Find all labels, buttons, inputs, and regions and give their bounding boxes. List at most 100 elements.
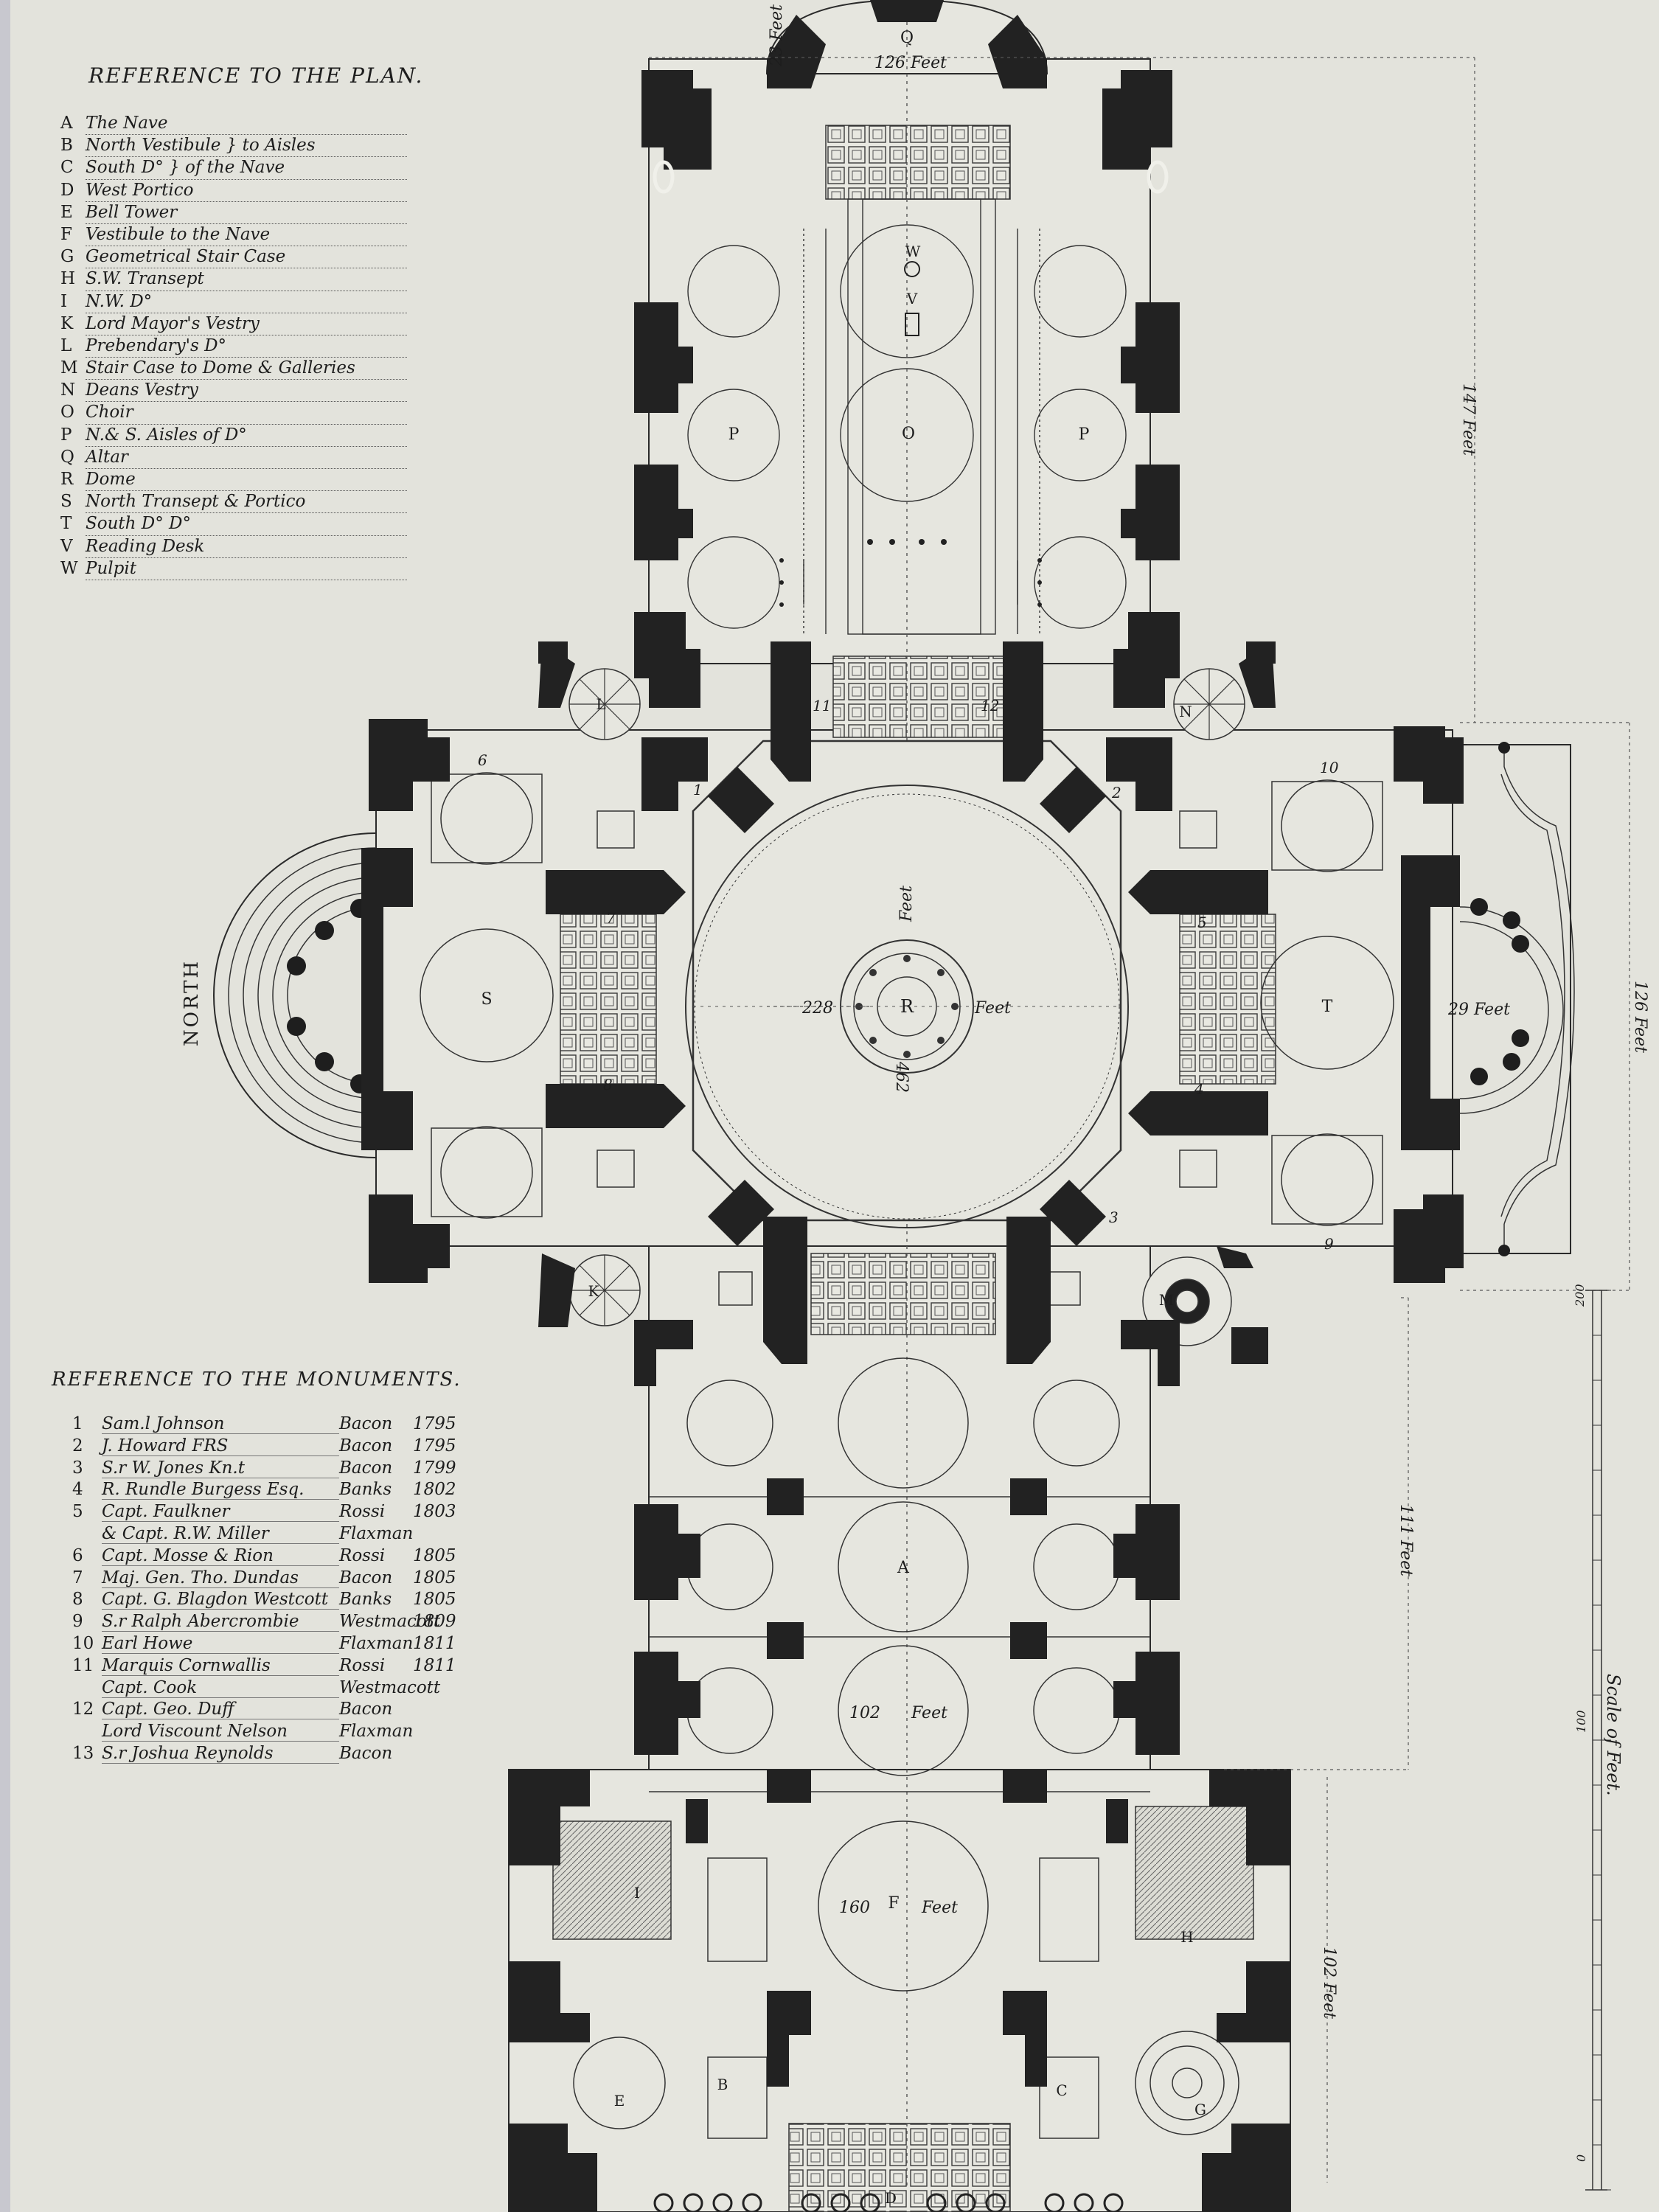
dim-choir-length: 147 Feet	[1459, 383, 1478, 456]
scale-mid-label: 100	[1574, 1710, 1588, 1733]
plan-reference-key: C	[60, 158, 74, 178]
monument-sculptor: Bacon	[339, 1700, 393, 1719]
monument-name: & Capt. R.W. Miller	[102, 1524, 339, 1544]
dim-vestibule-unit: Feet	[921, 1899, 958, 1917]
dome-inner-ring-dots	[855, 955, 959, 1058]
dim-nave-width: 102	[849, 1704, 880, 1722]
plan-reference-text: Dome	[86, 468, 407, 492]
scale-title: Scale of Feet.	[1603, 1674, 1624, 1796]
scale-ticks	[1593, 1290, 1611, 2191]
vestry-spokes	[569, 669, 1245, 1326]
monument-number: 11	[72, 1655, 94, 1675]
sheet-edge	[0, 0, 10, 2212]
monument-name: Capt. Cook	[102, 1678, 339, 1698]
monument-name: Capt. G. Blagdon Westcott	[102, 1590, 339, 1610]
monument-sculptor: Bacon	[339, 1568, 393, 1587]
plan-reference-text: S.W. Transept	[86, 268, 407, 291]
monuments-reference-title: REFERENCE TO THE MONUMENTS.	[52, 1368, 462, 1391]
plan-reference-text: West Portico	[86, 179, 407, 202]
plan-reference-text: Deans Vestry	[86, 379, 407, 403]
pulpit-reading-desk	[904, 261, 920, 336]
monument-name: S.r Joshua Reynolds	[102, 1744, 339, 1764]
dim-west-end: 102 Feet	[1320, 1947, 1338, 2019]
west-portico-columns	[653, 2193, 1124, 2212]
monument-name: Lord Viscount Nelson	[102, 1722, 339, 1742]
monument-sculptor: Flaxman	[339, 1523, 414, 1543]
plan-reference-key: O	[60, 403, 74, 422]
plan-reference-text: Lord Mayor's Vestry	[86, 313, 407, 335]
label-bell-tower: E	[614, 2092, 625, 2110]
monument-sculptor: Bacon	[339, 1414, 393, 1433]
monument-marker-7: 7	[606, 909, 616, 927]
plan-reference-key: W	[60, 558, 78, 578]
monument-marker-9: 9	[1324, 1235, 1334, 1253]
monument-year: 1802	[413, 1480, 456, 1500]
plan-reference-key: L	[60, 335, 72, 355]
monument-year: 1811	[413, 1655, 456, 1675]
plan-reference-text: North Transept & Portico	[86, 490, 407, 514]
plan-reference-key: D	[60, 180, 74, 200]
plan-reference-text: Pulpit	[86, 557, 407, 580]
monument-name: Capt. Mosse & Rion	[102, 1546, 339, 1566]
plan-reference-text: Altar	[86, 446, 407, 470]
monument-number: 10	[72, 1633, 94, 1653]
dim-nave-length: 111 Feet	[1397, 1504, 1415, 1576]
label-north-vestibule: B	[717, 2076, 728, 2093]
monument-year: 1799	[413, 1458, 456, 1478]
plan-reference-key: A	[60, 114, 73, 133]
plan-reference-key: B	[60, 136, 73, 156]
label-aisle-north: P	[728, 425, 740, 444]
monument-sculptor: Rossi	[339, 1502, 386, 1522]
plan-reference-key: R	[60, 470, 74, 489]
plan-reference-text: Choir	[86, 401, 407, 425]
dimension-lines	[649, 57, 1630, 2183]
monument-number: 3	[72, 1458, 83, 1478]
dim-total-length: 462	[892, 1061, 911, 1093]
choir-screen-dots	[779, 539, 1042, 607]
dim-south-portico: 29 Feet	[1447, 1001, 1510, 1019]
label-altar: Q	[900, 29, 914, 47]
monument-sculptor: Banks	[339, 1480, 392, 1500]
monument-name: S.r Ralph Abercrombie	[102, 1612, 339, 1632]
monument-number: 9	[72, 1612, 83, 1632]
label-stair-dome: M	[1159, 1291, 1174, 1309]
monument-marker-12: 12	[981, 697, 999, 714]
label-sw-transept: H	[1180, 1928, 1193, 1946]
plan-reference-title: REFERENCE TO THE PLAN.	[88, 63, 424, 88]
monument-number: 13	[72, 1743, 94, 1763]
monument-year: 1795	[413, 1436, 456, 1455]
monument-sculptor: Flaxman	[339, 1722, 414, 1742]
plan-reference-text: N.W. D°	[86, 291, 407, 313]
monument-number: 6	[72, 1545, 83, 1565]
monument-number: 12	[72, 1700, 94, 1719]
plan-reference-key: K	[60, 313, 74, 333]
label-nw-transept: I	[634, 1884, 640, 1902]
monument-year: 1803	[413, 1502, 456, 1522]
monument-name: Sam.l Johnson	[102, 1414, 339, 1434]
plan-reference-item: D West Portico	[60, 179, 407, 202]
monument-marker-8: 8	[603, 1076, 613, 1093]
plan-reference-key: G	[60, 247, 74, 267]
monument-year: 1795	[413, 1414, 456, 1433]
monument-number: 8	[72, 1590, 83, 1610]
monument-marker-2: 2	[1111, 784, 1121, 801]
